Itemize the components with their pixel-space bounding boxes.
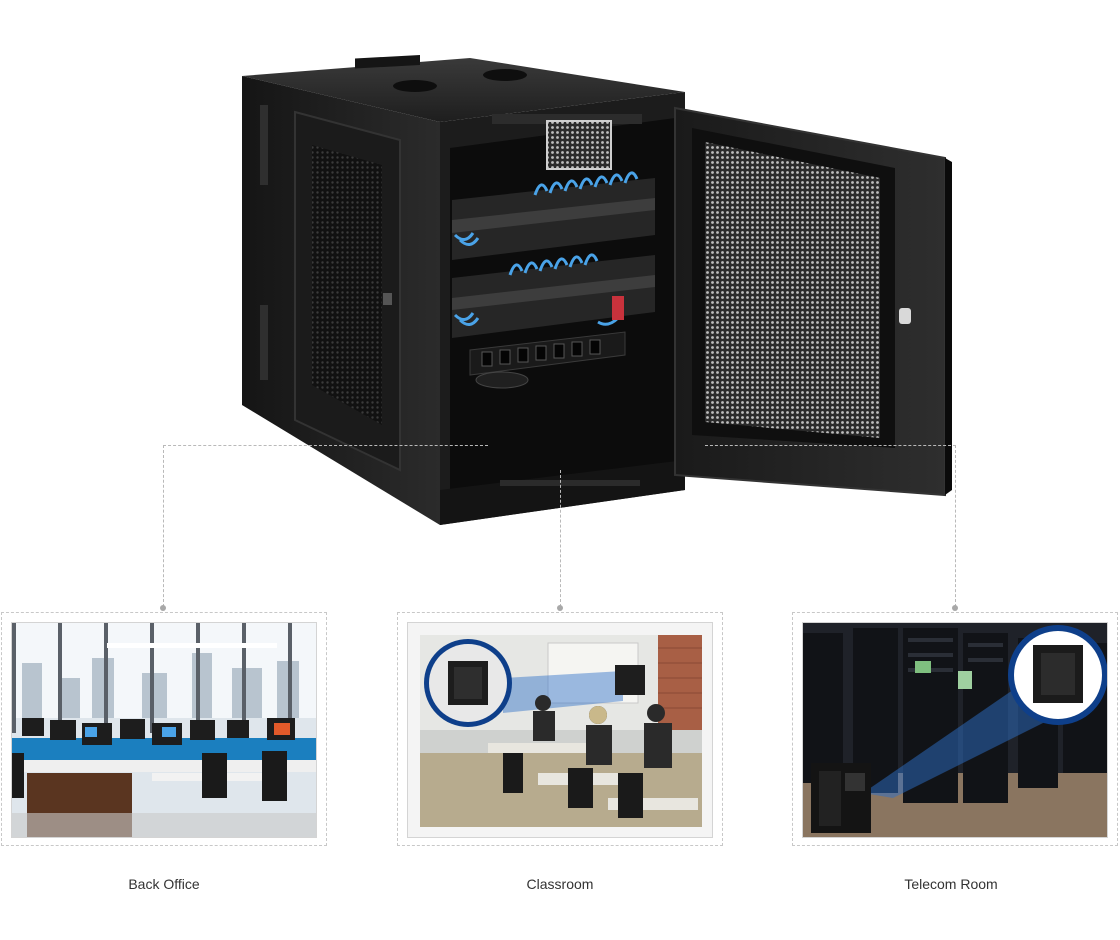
classroom-card	[397, 612, 723, 846]
classroom-photo	[407, 622, 713, 838]
telecom-room-caption: Telecom Room	[904, 876, 998, 892]
connector-line	[163, 445, 488, 446]
back-office-card	[1, 612, 327, 846]
connector-line	[560, 470, 561, 607]
connector-dot	[952, 605, 958, 611]
telecom-room-card	[792, 612, 1118, 846]
back-office-photo	[11, 622, 317, 838]
connector-line	[955, 445, 956, 607]
connector-line	[163, 445, 164, 607]
classroom-caption: Classroom	[526, 876, 594, 892]
wall-mount-cabinet-image	[230, 50, 960, 540]
connector-dot	[557, 605, 563, 611]
connector-dot	[160, 605, 166, 611]
connector-line	[705, 445, 956, 446]
back-office-caption: Back Office	[128, 876, 200, 892]
telecom-room-photo	[802, 622, 1108, 838]
